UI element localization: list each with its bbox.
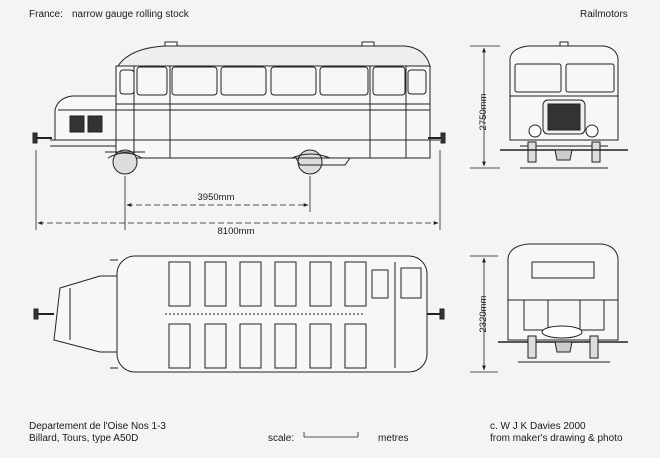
width-dim — [470, 255, 498, 373]
plan-view — [33, 255, 445, 373]
height-label: 2750mm — [478, 93, 489, 130]
rear-view — [498, 243, 628, 363]
length-dims — [35, 150, 441, 230]
header-country: France: — [29, 9, 63, 20]
scale-label: scale: — [268, 433, 295, 444]
footer-line2: Billard, Tours, type A50D — [29, 433, 139, 444]
header-type: Railmotors — [580, 9, 628, 20]
width-label: 2320mm — [478, 295, 489, 332]
wheelbase-label: 3950mm — [198, 192, 235, 203]
height-dim — [470, 45, 500, 169]
length-label: 8100mm — [218, 226, 255, 237]
scale-bar — [303, 432, 359, 438]
header-category: narrow gauge rolling stock — [72, 9, 189, 20]
scale-unit: metres — [378, 433, 409, 444]
footer-line1: Departement de l'Oise Nos 1-3 — [29, 421, 166, 432]
front-view — [500, 41, 628, 169]
side-view — [32, 41, 446, 175]
credit-line2: from maker's drawing & photo — [490, 433, 623, 444]
credit-line1: c. W J K Davies 2000 — [490, 421, 586, 432]
